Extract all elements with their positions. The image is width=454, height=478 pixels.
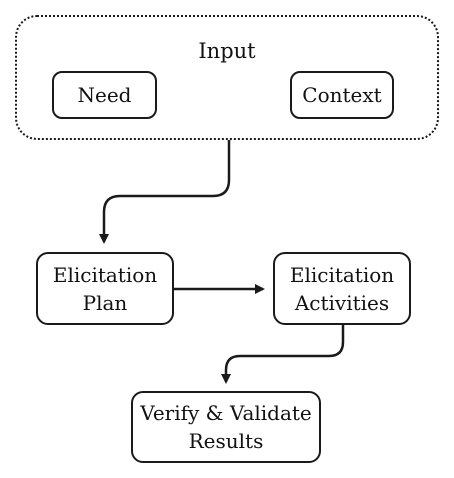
- elicitation-activities-node: Elicitation Activities: [273, 252, 411, 325]
- edge-input-to-plan: [99, 140, 231, 244]
- need-node: Need: [52, 71, 157, 119]
- elicitation-activities-line2: Activities: [294, 290, 390, 315]
- elicitation-plan-line2: Plan: [82, 290, 128, 315]
- elicitation-plan-node: Elicitation Plan: [36, 252, 174, 325]
- context-node: Context: [290, 71, 394, 119]
- elicitation-plan-line1: Elicitation: [52, 262, 158, 287]
- verify-validate-node: Verify & Validate Results: [131, 391, 321, 463]
- context-label: Context: [302, 83, 382, 107]
- input-group-title: Input: [198, 39, 256, 63]
- edge-activities-to-verify: [221, 325, 345, 384]
- verify-validate-line1: Verify & Validate: [140, 401, 312, 425]
- elicitation-activities-line1: Elicitation: [289, 262, 395, 287]
- need-label: Need: [77, 83, 132, 107]
- verify-validate-line2: Results: [188, 429, 264, 453]
